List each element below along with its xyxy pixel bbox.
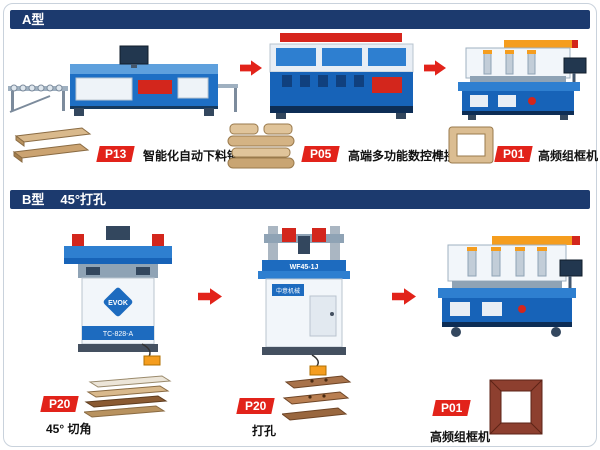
product-caption: 高频组框机 [538,149,599,163]
flow-arrow-icon [198,288,222,305]
flow-arrow-icon [392,288,416,305]
tenon-parts-image [226,122,298,170]
section-a-header: A型 [10,10,590,29]
product-code-badge: P01 [432,400,472,416]
molding-stack-image [84,374,172,420]
product-code: P13 [105,147,127,161]
machine-image-45-driller: WF45-1J 中意机械 [252,226,357,376]
product-caption: 智能化自动下料锯 [143,149,240,163]
product-code: P20 [49,397,71,411]
machine-image-corner-notcher: EVOK TC-828-A [58,226,178,368]
product-code: P01 [503,147,525,161]
machine-brand-text: 中意机械 [276,287,300,295]
product-code-badge: P13 [96,146,136,162]
machine-image-hf-framer-a [448,40,590,120]
section-b-header: B型 45°打孔 [10,190,590,209]
product-code: P05 [310,147,332,161]
machine-brand-text: EVOK [108,300,128,307]
page-border [3,3,597,447]
section-b-subtitle: 45°打孔 [60,192,107,207]
machine-image-cnc-tenoner [264,33,419,119]
product-caption: 高频组框机 [430,430,491,444]
product-code-badge: P01 [494,146,534,162]
machine-model-text: TC-828-A [103,331,134,338]
flow-arrow-icon [424,60,446,76]
drilled-boards-image [282,372,354,422]
machine-model-text: WF45-1J [290,264,319,271]
wood-frame-image [488,376,548,438]
product-caption: 打孔 [252,424,277,438]
wood-planks-image [12,126,94,166]
product-code: P01 [441,401,463,415]
section-a-title: A型 [22,12,45,27]
product-code-badge: P05 [301,146,341,162]
product-caption: 45° 切角 [46,422,92,436]
section-b-title: B型 [22,192,45,207]
frame-sample-image [448,126,494,164]
machine-image-cutting-saw [8,40,240,118]
flow-arrow-icon [240,60,262,76]
machine-image-hf-framer-b [426,236,588,346]
product-code-badge: P20 [40,396,80,412]
product-caption: 高端多功能数控榫接机 [348,149,469,163]
product-code: P20 [245,399,267,413]
product-code-badge: P20 [236,398,276,414]
